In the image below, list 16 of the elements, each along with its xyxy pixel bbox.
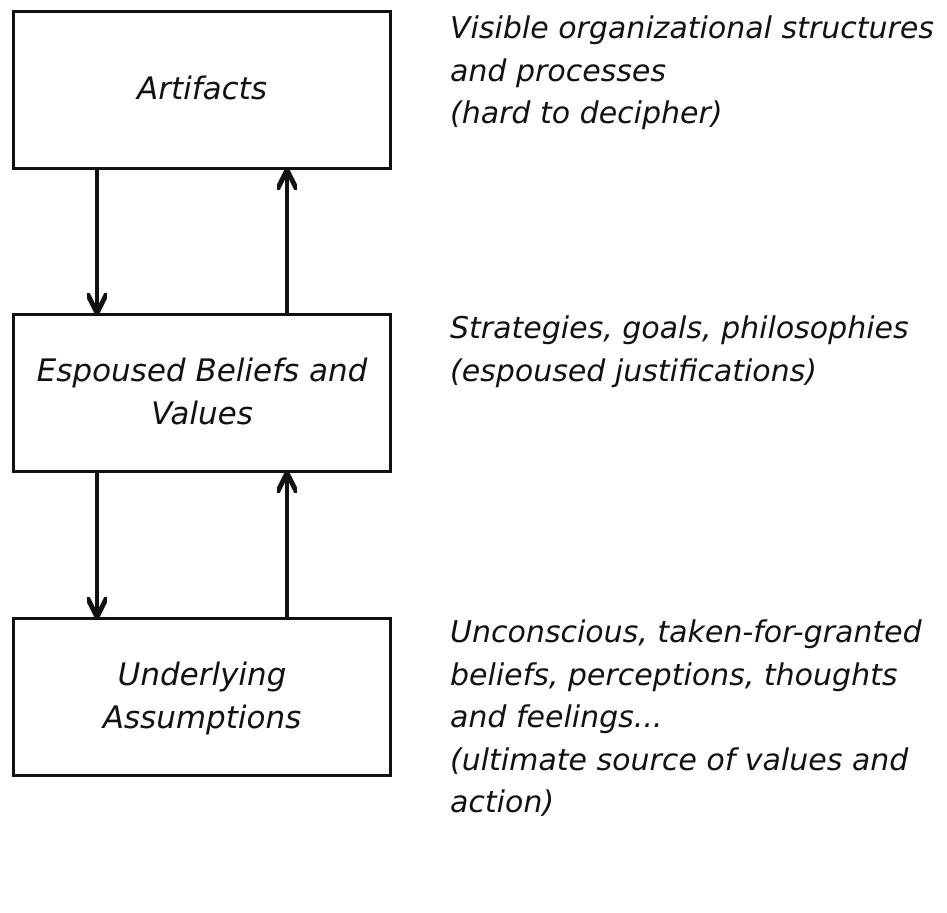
description-text: Strategies, goals, philosophies bbox=[450, 310, 910, 348]
arrow bbox=[274, 470, 300, 617]
description-text: (espoused justifications) bbox=[450, 352, 818, 391]
layer-box bbox=[12, 313, 392, 473]
description-text: Visible organizational structures and processes bbox=[450, 10, 935, 91]
arrow bbox=[84, 473, 110, 620]
description-text: Unconscious, taken-for-granted beliefs, perceptions, thoughts and feelings... bbox=[450, 614, 923, 738]
layer-title: Artifacts bbox=[134, 70, 268, 110]
description-text: (hard to decipher) bbox=[450, 95, 724, 134]
layer-box bbox=[12, 10, 392, 170]
arrow bbox=[84, 170, 110, 316]
description-text: (ultimate source of values and action) bbox=[450, 742, 910, 822]
layer-box bbox=[12, 617, 392, 777]
arrow bbox=[274, 168, 300, 313]
layer-title: Underlying Assumptions bbox=[100, 656, 302, 738]
layer-title: Espoused Beliefs and Values bbox=[36, 352, 368, 434]
